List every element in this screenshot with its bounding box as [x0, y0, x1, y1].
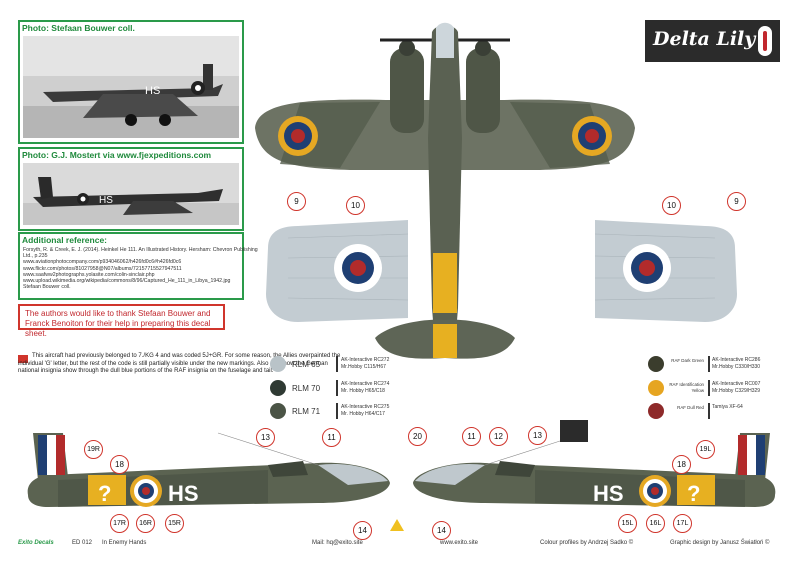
individual-letter-right: ?	[687, 481, 700, 506]
callout-18: 18	[110, 455, 129, 474]
roundel-right-wing	[572, 116, 612, 156]
color-name: RLM 70	[292, 384, 321, 393]
fuselage-code-right: HS	[593, 481, 624, 506]
stencil-decal	[560, 420, 588, 442]
footer-web[interactable]: www.exito.site	[440, 540, 479, 546]
paint-refs: Tamiya XF-64	[712, 404, 743, 410]
reference-line: Ltd., p.235	[23, 253, 48, 260]
swatch-raf-yellow	[648, 380, 664, 396]
roundel-fuselage-left	[130, 475, 162, 507]
history-note-text: This aircraft had previously belonged to…	[18, 353, 341, 375]
footer-title: In Enemy Hands	[102, 540, 147, 546]
color-name: RLM 71	[292, 407, 321, 416]
roundel-fuselage-right	[639, 475, 671, 507]
callout-11: 11	[322, 428, 341, 447]
swatch-rlm-65	[270, 356, 286, 372]
callout-9: 9	[727, 192, 746, 211]
photo-caption-1: Photo: Stefaan Bouwer coll.	[22, 23, 135, 33]
callout-11: 11	[462, 427, 481, 446]
color-name: RAF Dull Red	[677, 405, 704, 410]
historical-photo-1: HS	[23, 36, 239, 138]
callout-17l: 17L	[673, 514, 692, 533]
reference-line: Forsyth, R. & Creek, E. J. (2014). Heink…	[23, 247, 258, 253]
underwing-left	[266, 220, 409, 322]
fuselage-code-left: HS	[168, 481, 199, 506]
underwing-right	[594, 220, 737, 322]
callout-20: 20	[408, 427, 427, 446]
footer-design: Graphic design by Janusz Światłoń ©	[670, 540, 770, 546]
color-name: RAF Identification Yellow	[669, 382, 704, 393]
color-name: RLM 65	[292, 360, 321, 369]
callout-19l: 19L	[696, 440, 715, 459]
swatch-rlm-70	[270, 380, 286, 396]
historical-photo-2: HS	[23, 163, 239, 225]
callout-13: 13	[528, 426, 547, 445]
reference-box: Additional reference: Forsyth, R. & Cree…	[18, 232, 258, 300]
callout-10: 10	[346, 196, 365, 215]
color-name: RAF Dark Green	[671, 358, 704, 363]
callout-16r: 16R	[136, 514, 155, 533]
photo-code-2: HS	[99, 195, 113, 206]
photo-box-2: Photo: G.J. Mostert via www.fjexpedition…	[18, 147, 244, 231]
callout-15l: 15L	[618, 514, 637, 533]
side-profile-left: ? HS	[27, 432, 390, 507]
thanks-box: The authors would like to thank Stefaan …	[18, 304, 225, 338]
callout-19r: 19R	[84, 440, 103, 459]
top-view-aircraft	[255, 22, 635, 359]
roundel-left-wing	[278, 116, 318, 156]
brand-mark-icon	[758, 26, 772, 56]
callout-12: 12	[489, 427, 508, 446]
swatch-raf-dull-red	[648, 403, 664, 419]
callout-15r: 15R	[165, 514, 184, 533]
brand-logo: Delta Lily	[645, 20, 780, 62]
swatch-rlm-71	[270, 403, 286, 419]
reference-line: www.aviationphotocompany.com/p934046062/…	[23, 259, 182, 266]
callout-17r: 17R	[110, 514, 129, 533]
callout-9: 9	[287, 192, 306, 211]
reference-line: www.flickr.com/photos/81027958@N07/album…	[23, 265, 182, 272]
photo-box-1: Photo: Stefaan Bouwer coll. HS	[18, 20, 244, 144]
individual-letter-left: ?	[98, 481, 111, 506]
side-profile-right: HS ?	[413, 432, 776, 507]
footer-profiles: Colour profiles by Andrzej Sadko ©	[540, 540, 634, 546]
callout-14: 14	[432, 521, 451, 540]
photo-code-1: HS	[145, 85, 160, 97]
footer-brand: Exito Decals	[18, 540, 54, 546]
callout-18: 18	[672, 455, 691, 474]
swatch-raf-dark-green	[648, 356, 664, 372]
note-marker-icon	[18, 355, 28, 363]
reference-line: www.saafww2photographs.yolasite.com/coli…	[23, 271, 155, 278]
brand-logo-text: Delta Lily	[653, 28, 756, 50]
history-note: This aircraft had previously belonged to…	[18, 353, 346, 376]
reference-line: www.upload.wikimedia.org/wikipedia/commo…	[23, 278, 231, 285]
warning-triangle-icon	[390, 519, 404, 531]
callout-16l: 16L	[646, 514, 665, 533]
reference-list: Forsyth, R. & Creek, E. J. (2014). Heink…	[23, 247, 258, 290]
footer-code: ED 012	[72, 540, 93, 546]
photo-caption-2: Photo: G.J. Mostert via www.fjexpedition…	[22, 150, 212, 160]
callout-10: 10	[662, 196, 681, 215]
reference-title: Additional reference:	[22, 235, 108, 245]
callout-14: 14	[353, 521, 372, 540]
footer-mail: Mail: hq@exito.site	[312, 540, 363, 546]
reference-line: Stefaan Bouwer coll.	[23, 284, 71, 291]
callout-13: 13	[256, 428, 275, 447]
